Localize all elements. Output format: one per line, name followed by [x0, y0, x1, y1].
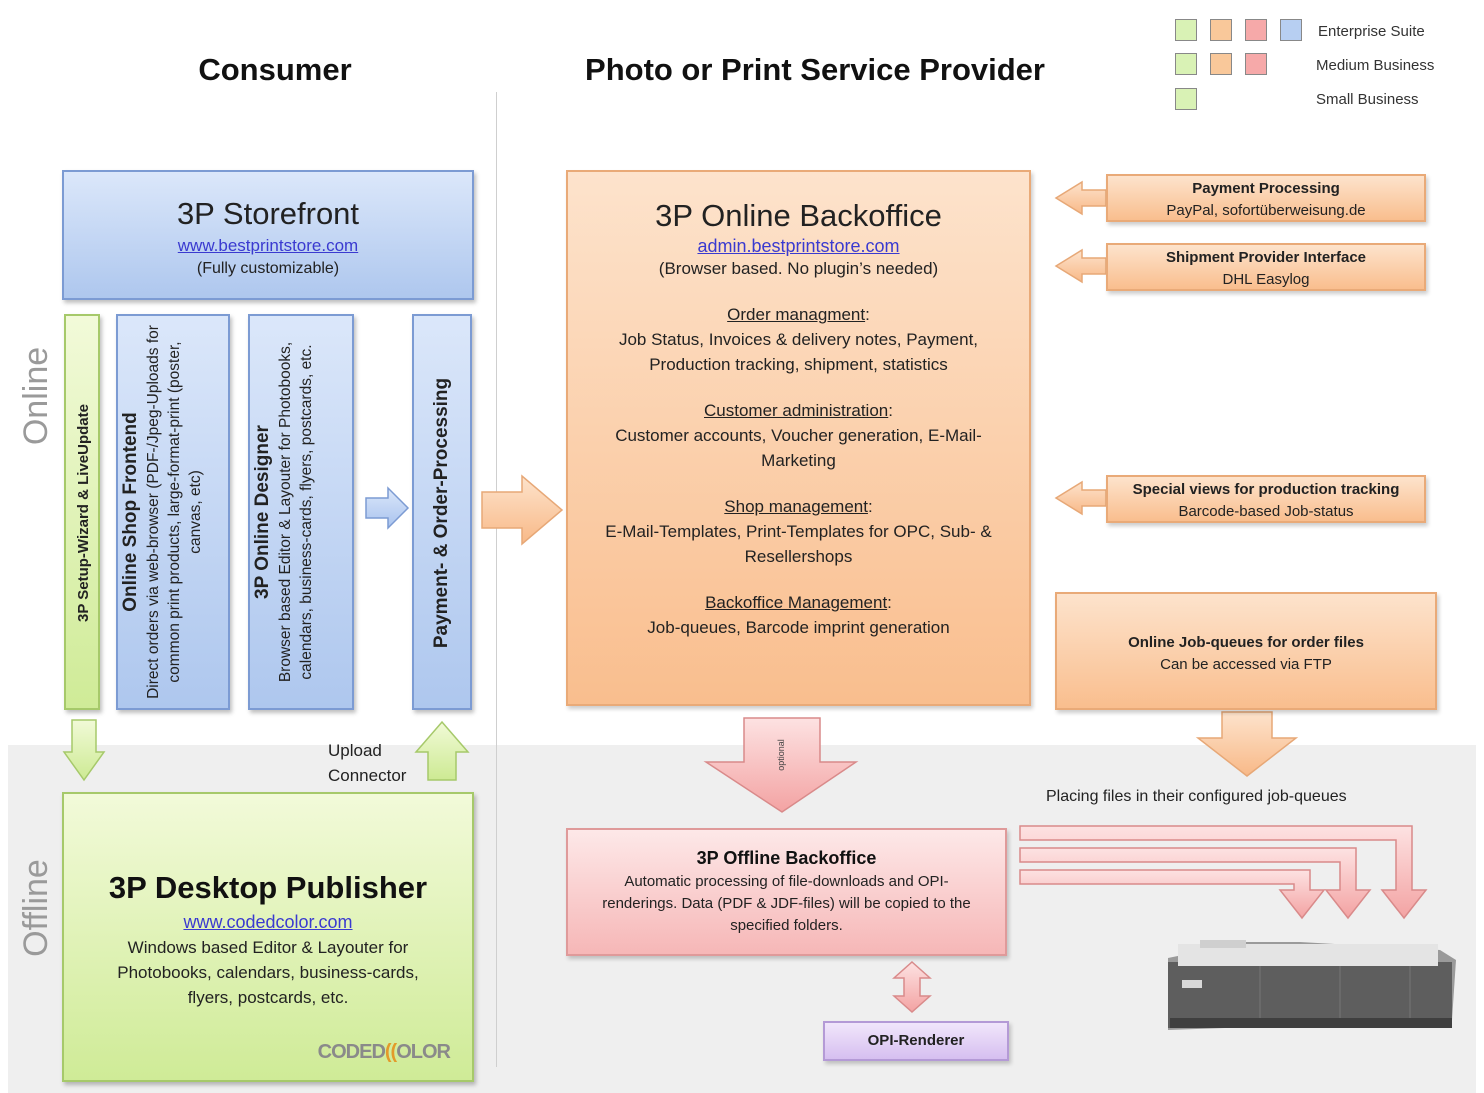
down-arrow-icon: [703, 717, 859, 813]
shipment-title: Shipment Provider Interface: [1165, 249, 1367, 266]
legend-swatch: [1175, 19, 1197, 41]
left-arrow-icon: [1054, 248, 1107, 284]
backoffice-section: Backoffice Management: Job-queues, Barco…: [582, 591, 1015, 640]
section-text: E-Mail-Templates, Print-Templates for OP…: [605, 522, 992, 566]
payment-processing-title: Payment Processing: [1192, 180, 1340, 197]
online-designer-title: 3P Online Designer: [252, 425, 273, 599]
section-heading: Order managment: [727, 305, 866, 324]
setup-wizard-box: 3P Setup-Wizard & LiveUpdate: [64, 314, 100, 710]
legend-label: Medium Business: [1316, 57, 1435, 74]
online-designer-desc: Browser based Editor & Layouter for Phot…: [277, 341, 315, 683]
down-arrow-icon: [62, 719, 106, 782]
double-arrow-icon: [892, 960, 932, 1014]
job-queues-title: Online Job-queues for order files: [1128, 634, 1364, 651]
backoffice-section: Customer administration: Customer accoun…: [582, 399, 1015, 473]
online-shop-box: Online Shop Frontend Direct orders via w…: [116, 314, 230, 710]
job-queues-box: Online Job-queues for order files Can be…: [1055, 592, 1437, 710]
down-arrow-icon: [1195, 711, 1299, 777]
optional-label: optional: [776, 739, 786, 771]
upload-connector-line2: Connector: [328, 766, 407, 785]
backoffice-link[interactable]: admin.bestprintstore.com: [697, 236, 900, 256]
shipment-sub: DHL Easylog: [1222, 271, 1310, 288]
right-arrow-icon: [481, 474, 564, 546]
online-backoffice-box: 3P Online Backoffice admin.bestprintstor…: [566, 170, 1031, 706]
bent-arrow-icon: [1019, 847, 1372, 920]
desktop-publisher-box: 3P Desktop Publisher www.codedcolor.com …: [62, 792, 474, 1082]
placing-files-label: Placing files in their configured job-qu…: [1046, 788, 1347, 805]
legend-swatch: [1210, 19, 1232, 41]
special-views-title: Special views for production tracking: [1132, 481, 1400, 498]
legend-swatch: [1210, 53, 1232, 75]
storefront-title: 3P Storefront: [176, 196, 360, 231]
section-heading: Backoffice Management: [705, 593, 888, 612]
backoffice-note: (Browser based. No plugin’s needed): [658, 259, 939, 278]
backoffice-title: 3P Online Backoffice: [655, 198, 942, 233]
bent-arrow-icon: [1019, 825, 1428, 920]
legend-swatch: [1175, 53, 1197, 75]
legend-swatch: [1280, 19, 1302, 41]
left-arrow-icon: [1054, 180, 1107, 216]
printer-image: [1168, 940, 1456, 1030]
backoffice-section: Order managment: Job Status, Invoices & …: [582, 303, 1015, 377]
setup-wizard-label: 3P Setup-Wizard & LiveUpdate: [75, 404, 92, 622]
consumer-title: Consumer: [198, 52, 352, 87]
legend-swatch: [1245, 19, 1267, 41]
online-shop-desc: Direct orders via web-browser (PDF-/Jpeg…: [145, 325, 204, 699]
opi-renderer-box: OPI-Renderer: [823, 1021, 1009, 1061]
section-text: Job Status, Invoices & delivery notes, P…: [618, 330, 979, 374]
backoffice-section: Shop management: E-Mail-Templates, Print…: [582, 495, 1015, 569]
right-arrow-icon: [365, 486, 410, 530]
logo-mark-icon: ((: [384, 1041, 397, 1063]
payment-order-label: Payment- & Order-Processing: [431, 377, 452, 649]
logo-text-a: CODED: [317, 1041, 386, 1063]
upload-connector-label: Upload Connector: [328, 738, 418, 788]
online-designer-box: 3P Online Designer Browser based Editor …: [248, 314, 354, 710]
legend-label: Enterprise Suite: [1318, 23, 1425, 40]
online-designer-text: 3P Online Designer Browser based Editor …: [251, 318, 351, 706]
legend-swatch: [1175, 88, 1197, 110]
bent-arrow-icon: [1019, 869, 1326, 920]
payment-processing-box: Payment Processing PayPal, sofortüberwei…: [1106, 174, 1426, 222]
desktop-publisher-desc: Windows based Editor & Layouter for Phot…: [117, 938, 419, 1007]
legend-swatch: [1245, 53, 1267, 75]
shipment-box: Shipment Provider Interface DHL Easylog: [1106, 243, 1426, 291]
special-views-sub: Barcode-based Job-status: [1178, 503, 1354, 520]
desktop-publisher-title: 3P Desktop Publisher: [108, 870, 428, 905]
special-views-box: Special views for production tracking Ba…: [1106, 475, 1426, 523]
upload-connector-line1: Upload: [328, 741, 382, 760]
online-shop-title: Online Shop Frontend: [120, 412, 141, 612]
storefront-link[interactable]: www.bestprintstore.com: [177, 236, 359, 255]
section-heading: Shop management: [724, 497, 868, 516]
legend-label: Small Business: [1316, 91, 1419, 108]
offline-backoffice-desc: Automatic processing of file-downloads a…: [602, 873, 971, 934]
logo-text-b: OLOR: [396, 1041, 451, 1063]
section-heading: Customer administration: [704, 401, 889, 420]
section-text: Customer accounts, Voucher generation, E…: [615, 426, 982, 470]
provider-title: Photo or Print Service Provider: [585, 52, 1045, 87]
online-shop-text: Online Shop Frontend Direct orders via w…: [119, 316, 227, 708]
storefront-note: (Fully customizable): [196, 260, 340, 277]
up-arrow-icon: [414, 720, 470, 781]
payment-processing-sub: PayPal, sofortüberweisung.de: [1166, 202, 1366, 219]
job-queues-sub: Can be accessed via FTP: [1160, 656, 1332, 673]
payment-order-box: Payment- & Order-Processing: [412, 314, 472, 710]
offline-backoffice-box: 3P Offline Backoffice Automatic processi…: [566, 828, 1007, 956]
offline-backoffice-title: 3P Offline Backoffice: [696, 848, 877, 868]
section-text: Job-queues, Barcode imprint generation: [647, 618, 950, 637]
left-arrow-icon: [1054, 480, 1107, 516]
storefront-box: 3P Storefront www.bestprintstore.com (Fu…: [62, 170, 474, 300]
codedcolor-logo: CODED((OLOR: [317, 1041, 451, 1064]
desktop-publisher-link[interactable]: www.codedcolor.com: [183, 912, 353, 932]
column-divider: [496, 92, 497, 1067]
